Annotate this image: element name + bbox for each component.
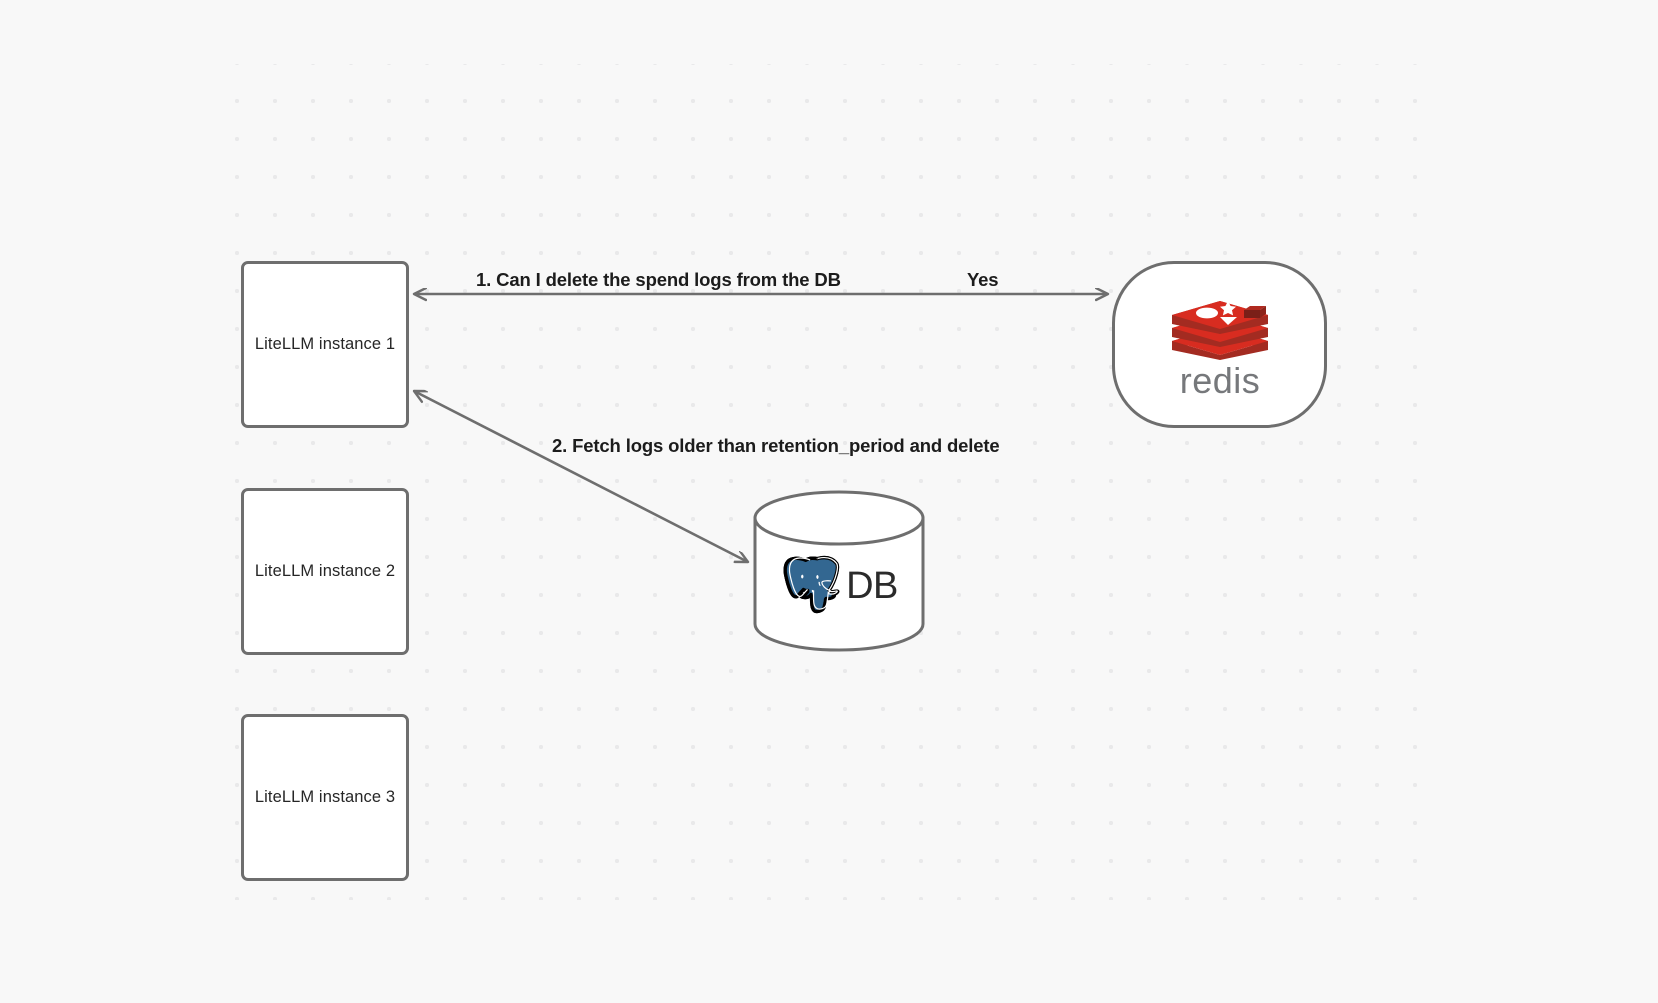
edge-label-1-reply: Yes xyxy=(967,269,999,290)
svg-text:redis: redis xyxy=(1179,362,1260,401)
edge-label-2: 2. Fetch logs older than retention_perio… xyxy=(552,435,1000,456)
db-logo-group: DB xyxy=(752,490,926,652)
redis-logo-group: redis xyxy=(1161,290,1279,402)
node-database[interactable]: DB xyxy=(752,490,926,652)
node-label: LiteLLM instance 3 xyxy=(254,788,396,806)
redis-logo-icon xyxy=(1171,300,1268,360)
redis-wordmark: redis xyxy=(1179,362,1260,401)
db-label: DB xyxy=(846,565,898,607)
node-redis[interactable]: redis xyxy=(1112,261,1327,428)
edge-label-1: 1. Can I delete the spend logs from the … xyxy=(476,269,841,290)
postgresql-elephant-icon xyxy=(783,555,840,614)
node-litellm-instance-3[interactable]: LiteLLM instance 3 xyxy=(241,714,409,881)
node-label: LiteLLM instance 1 xyxy=(254,335,396,353)
node-label: LiteLLM instance 2 xyxy=(254,562,396,580)
edge-litellm1-db xyxy=(414,391,748,562)
node-litellm-instance-2[interactable]: LiteLLM instance 2 xyxy=(241,488,409,655)
cylinder-shape xyxy=(753,490,925,652)
node-litellm-instance-1[interactable]: LiteLLM instance 1 xyxy=(241,261,409,428)
